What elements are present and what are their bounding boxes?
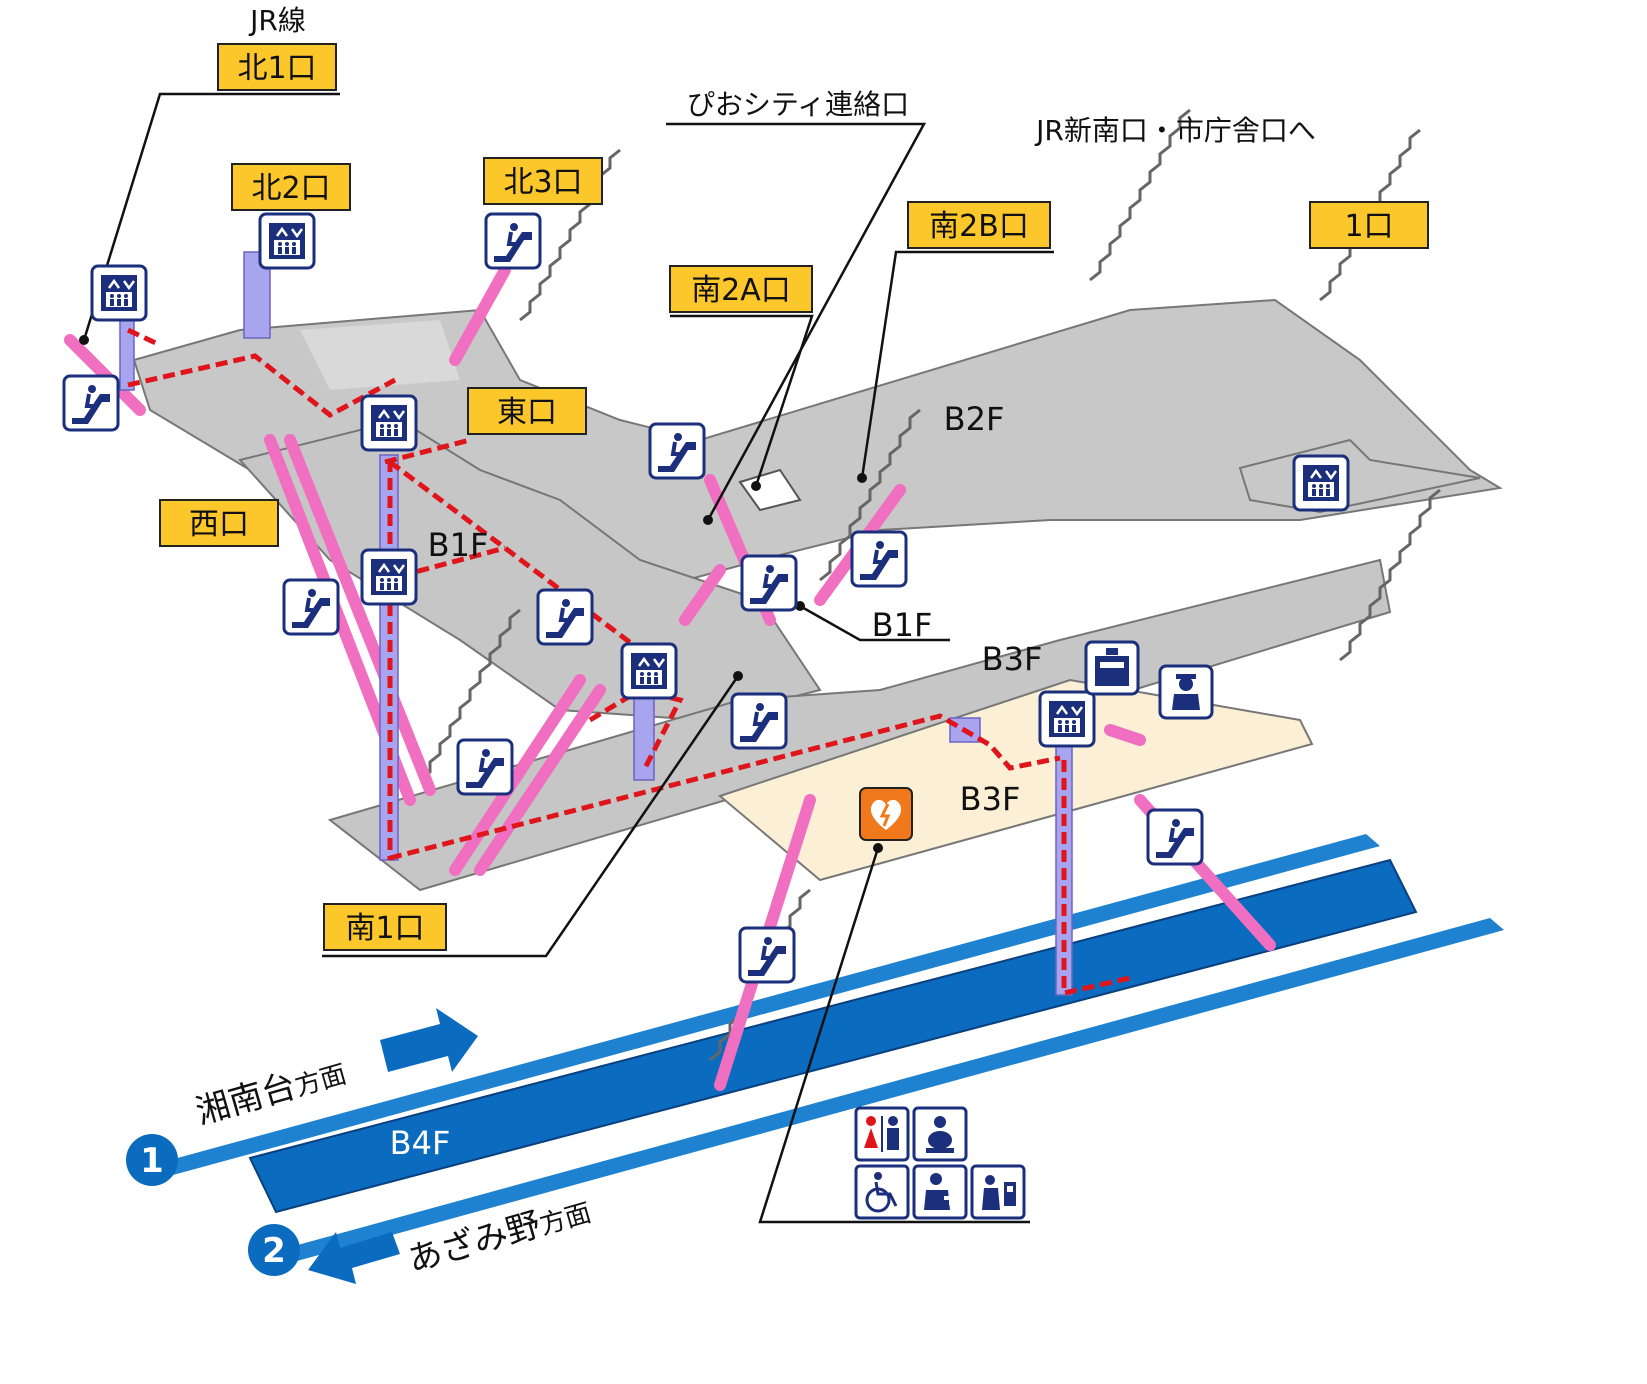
track1-destination: 湘南台 (191, 1066, 300, 1133)
elevator-icon (360, 548, 418, 606)
exit-north3-label: 北3口 (503, 165, 582, 200)
jr-new-south-label: JR新南口・市庁舎口へ (1034, 114, 1316, 147)
leader-aed (758, 847, 1030, 1224)
track2-number: 2 (262, 1231, 286, 1271)
leader-lines (82, 92, 1054, 1224)
escalator-north3 (449, 264, 511, 366)
floor-b3f-lower: B3F (960, 780, 1021, 818)
arrow-track2 (308, 1232, 400, 1284)
exit-south2a-label: 南2A口 (691, 273, 791, 308)
escalator-west-b (284, 434, 436, 796)
elevator-icon (620, 642, 678, 700)
exit-north2-label: 北2口 (251, 171, 330, 206)
floor-b1f-east: B1F (872, 606, 933, 644)
exit-1: 1口 (1309, 201, 1429, 249)
exit-east: 東口 (467, 387, 587, 435)
escalator-icon (536, 588, 594, 646)
jr-line-label: JR線 (248, 4, 306, 37)
b1f-landing (300, 320, 460, 390)
track2-suffix: 方面 (536, 1198, 594, 1241)
escalator-icon (648, 422, 706, 480)
exit-south2b: 南2B口 (907, 201, 1051, 249)
b4f-platform (248, 858, 1418, 1214)
coin-locker-icon (1084, 640, 1140, 696)
floor-b2f: B2F (944, 400, 1005, 438)
floor-b1f-west: B1F (428, 526, 489, 564)
floor-b3f-upper: B3F (982, 640, 1043, 678)
wheelchair-icon (854, 1164, 910, 1220)
exit-south1: 南1口 (323, 903, 447, 951)
exit-north2: 北2口 (231, 163, 351, 211)
direction-track1: 湘南台方面 1 (126, 1008, 478, 1186)
floor-b4f: B4F (390, 1124, 451, 1162)
track1-badge (126, 1134, 178, 1186)
escalator-icon (282, 578, 340, 636)
exit-south2a: 南2A口 (669, 265, 813, 313)
exit-north1: 北1口 (217, 43, 337, 91)
elevator-icon (1038, 690, 1096, 748)
void-opening (738, 468, 802, 512)
pio-city-label: ぴおシティ連絡口 (687, 88, 909, 121)
route-b1f-link (399, 545, 506, 579)
escalator-icon (730, 692, 788, 750)
escalator-south2a-b (679, 564, 726, 626)
exit-east-label: 東口 (497, 395, 557, 430)
exit-west: 西口 (159, 499, 279, 547)
elevator-shaft-south (633, 689, 655, 781)
leader-south2a (670, 314, 814, 487)
first-aid-icon (912, 1164, 968, 1220)
leader-south1 (322, 675, 740, 958)
arrow-track1 (380, 1008, 478, 1072)
route-north1-arrow (126, 327, 162, 348)
exit-west-label: 西口 (189, 507, 249, 542)
leader-north1 (82, 92, 340, 341)
escalator-icon (740, 554, 798, 612)
escalator-icon (484, 212, 542, 270)
aed-icon (859, 787, 913, 841)
exit-north1-label: 北1口 (237, 51, 316, 86)
elevator-icon (360, 394, 418, 452)
leader-dots (79, 335, 883, 853)
facility-icons (854, 1106, 1026, 1220)
escalator-icon (738, 926, 796, 984)
track2-badge (248, 1224, 300, 1276)
track1-number: 1 (140, 1141, 164, 1181)
leader-pio-city (666, 122, 927, 521)
exit-north3: 北3口 (483, 157, 603, 205)
escalator-icon (456, 738, 514, 796)
elevator-icon (258, 212, 316, 270)
route-b3f (389, 713, 1061, 861)
track1-suffix: 方面 (292, 1059, 350, 1102)
escalator-south1 (449, 674, 586, 876)
escalator-b3f-stub (1104, 724, 1146, 746)
station-staff-icon (1158, 664, 1214, 720)
route-east (384, 437, 471, 465)
leader-b1f (799, 604, 950, 642)
exit-south1-label: 南1口 (345, 911, 424, 946)
restroom-icon (854, 1106, 910, 1162)
track-2-line (272, 918, 1504, 1264)
escalator-icon (850, 530, 908, 588)
route-platform (1061, 760, 1131, 997)
ostomate-icon (970, 1164, 1026, 1220)
elevator-icon (1292, 454, 1350, 512)
escalator-south1-b (474, 684, 606, 876)
escalator-icon (1146, 808, 1204, 866)
platform-area (148, 834, 1504, 1264)
escalator-icon (62, 374, 120, 432)
route-b1f-diagonal (388, 459, 642, 652)
leader-south2b (860, 250, 1054, 479)
baby-care-icon (912, 1106, 968, 1162)
exit-1-label: 1口 (1344, 209, 1393, 244)
exit-south2b-label: 南2B口 (929, 209, 1029, 244)
exit-labels: 北1口 北2口 北3口 東口 西口 南1口 南2A口 南2B口 (159, 43, 1429, 951)
elevator-icon (90, 264, 148, 322)
